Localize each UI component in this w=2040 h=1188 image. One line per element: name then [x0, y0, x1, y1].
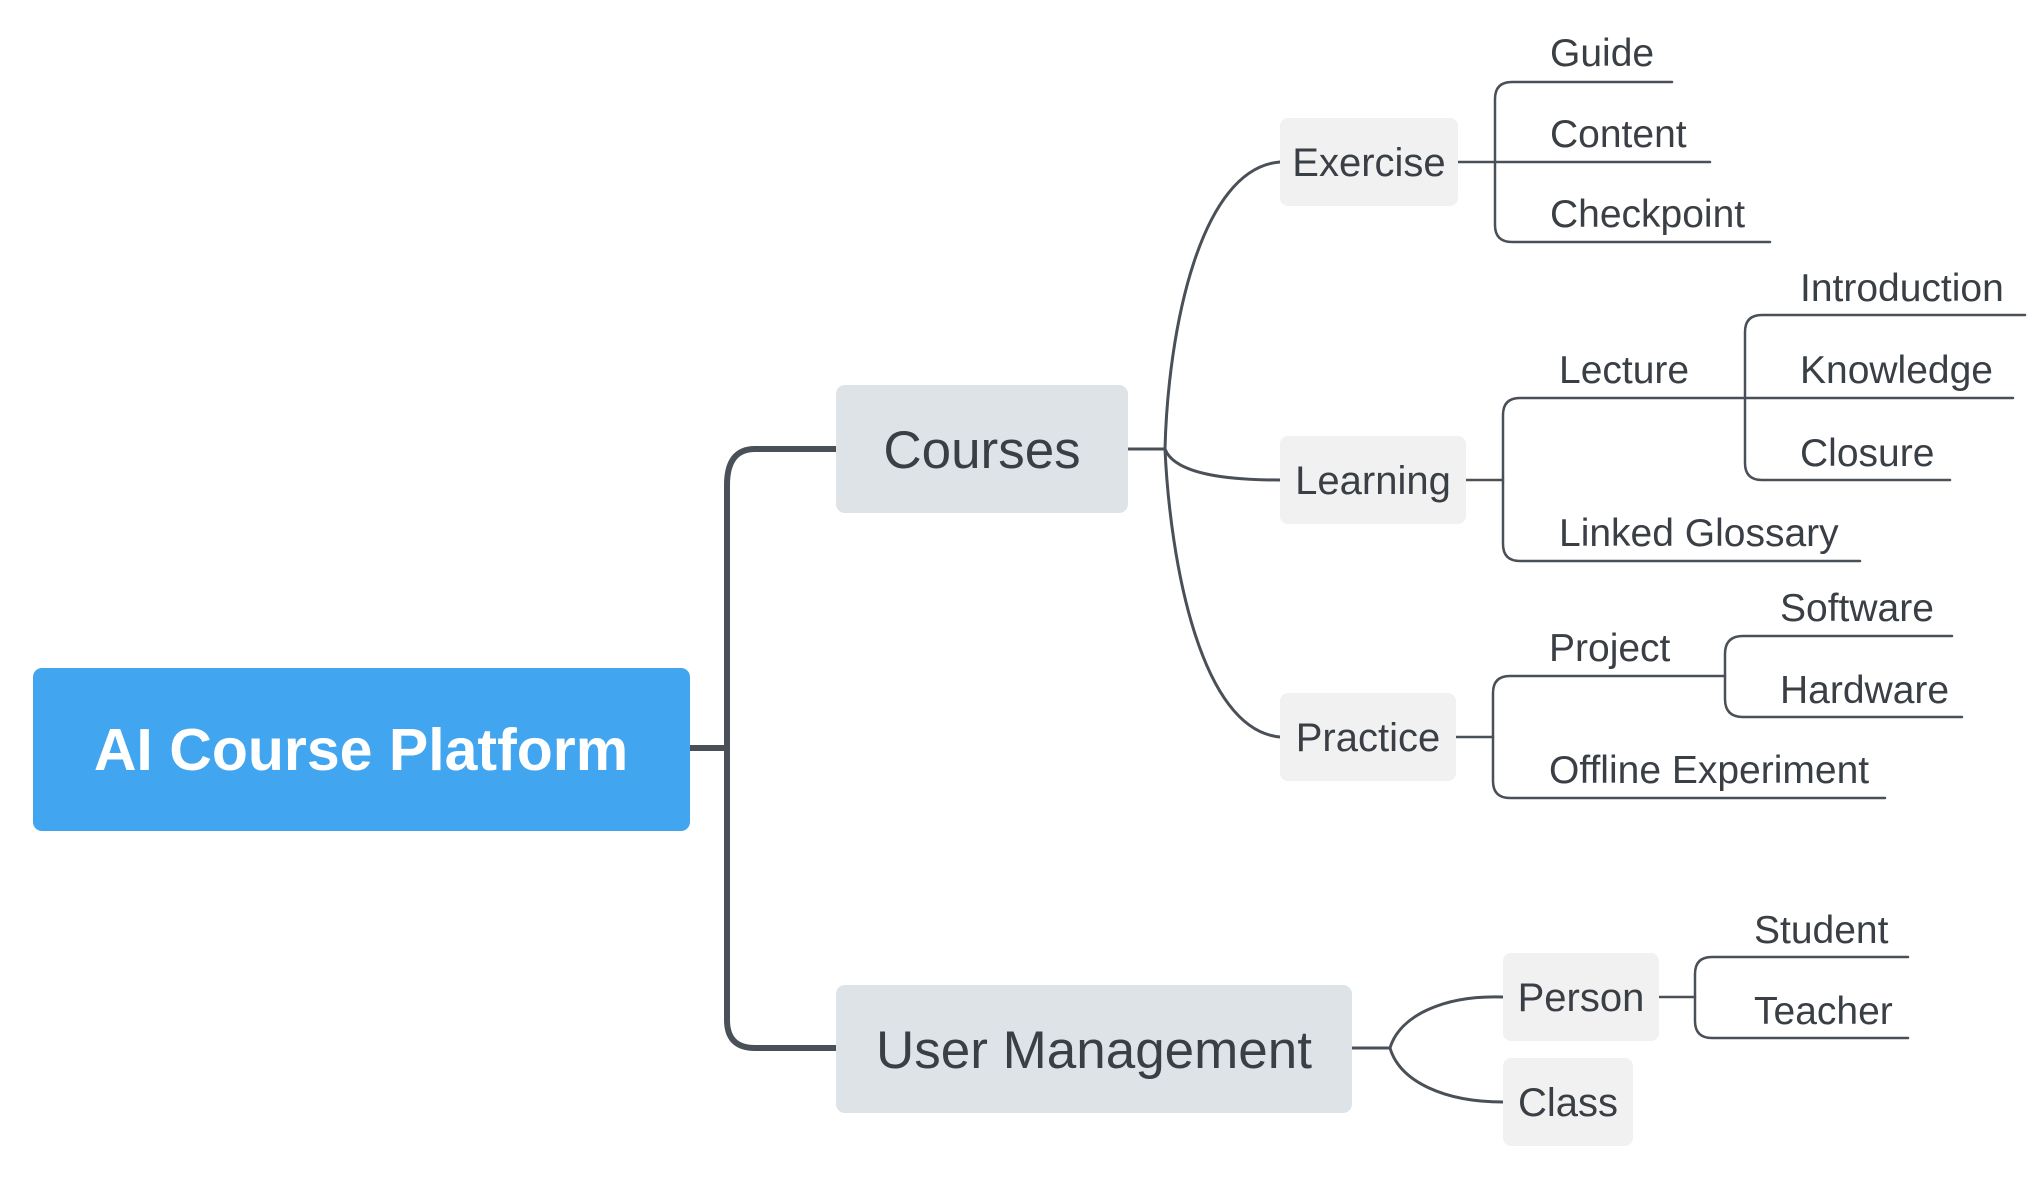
node-user-management[interactable]: User Management: [836, 985, 1352, 1113]
user-management-connectors: [1350, 995, 1505, 1104]
learning-leaves: Lecture Linked Glossary Introduction Kno…: [1559, 267, 2004, 555]
connector-practice: [1163, 447, 1282, 739]
leaf-linked-glossary[interactable]: Linked Glossary: [1559, 512, 1839, 555]
connector-class: [1388, 1046, 1505, 1104]
connector-person: [1388, 995, 1505, 1050]
leaf-checkpoint[interactable]: Checkpoint: [1550, 193, 1745, 236]
leaf-guide[interactable]: Guide: [1550, 32, 1654, 75]
connector-user-management: [724, 482, 839, 1051]
person-label: Person: [1518, 976, 1645, 1020]
root-node[interactable]: AI Course Platform: [33, 668, 690, 831]
node-class[interactable]: Class: [1503, 1058, 1633, 1146]
person-leaves: Student Teacher: [1754, 909, 1893, 1033]
practice-label: Practice: [1296, 716, 1441, 760]
learning-label: Learning: [1295, 459, 1451, 503]
practice-connectors: [1454, 634, 1964, 800]
node-project[interactable]: Project: [1549, 627, 1671, 670]
courses-connectors: [1126, 160, 1282, 739]
root-connectors: [687, 446, 839, 1051]
leaf-offline-experiment[interactable]: Offline Experiment: [1549, 749, 1869, 792]
exercise-bracket: [1493, 80, 1772, 244]
leaf-content[interactable]: Content: [1550, 113, 1687, 156]
practice-bracket: [1491, 674, 1887, 800]
person-bracket: [1693, 955, 1910, 1040]
connector-exercise: [1163, 160, 1282, 451]
node-person[interactable]: Person: [1503, 953, 1659, 1041]
leaf-student[interactable]: Student: [1754, 909, 1889, 952]
node-learning[interactable]: Learning: [1280, 436, 1466, 524]
exercise-leaves: Guide Content Checkpoint: [1550, 32, 1745, 236]
project-bracket: [1723, 634, 1964, 719]
connector-learning: [1163, 447, 1282, 482]
leaf-hardware[interactable]: Hardware: [1780, 669, 1949, 712]
learning-bracket: [1501, 396, 1862, 563]
practice-leaves: Project Offline Experiment Software Hard…: [1549, 587, 1949, 792]
node-practice[interactable]: Practice: [1280, 693, 1456, 781]
leaf-closure[interactable]: Closure: [1800, 432, 1934, 475]
exercise-label: Exercise: [1292, 141, 1445, 185]
node-exercise[interactable]: Exercise: [1280, 118, 1458, 206]
courses-label: Courses: [883, 421, 1080, 480]
node-lecture[interactable]: Lecture: [1559, 349, 1689, 392]
connector-courses: [724, 446, 839, 488]
learning-connectors: [1464, 313, 2027, 563]
node-courses[interactable]: Courses: [836, 385, 1128, 513]
leaf-software[interactable]: Software: [1780, 587, 1934, 630]
leaf-teacher[interactable]: Teacher: [1754, 990, 1893, 1033]
user-management-label: User Management: [876, 1021, 1312, 1080]
root-label: AI Course Platform: [94, 717, 628, 783]
person-connectors: [1657, 955, 1910, 1040]
exercise-connectors: [1456, 80, 1772, 244]
leaf-knowledge[interactable]: Knowledge: [1800, 349, 1993, 392]
class-label: Class: [1518, 1081, 1618, 1125]
lecture-bracket: [1743, 313, 2027, 482]
leaf-introduction[interactable]: Introduction: [1800, 267, 2004, 310]
